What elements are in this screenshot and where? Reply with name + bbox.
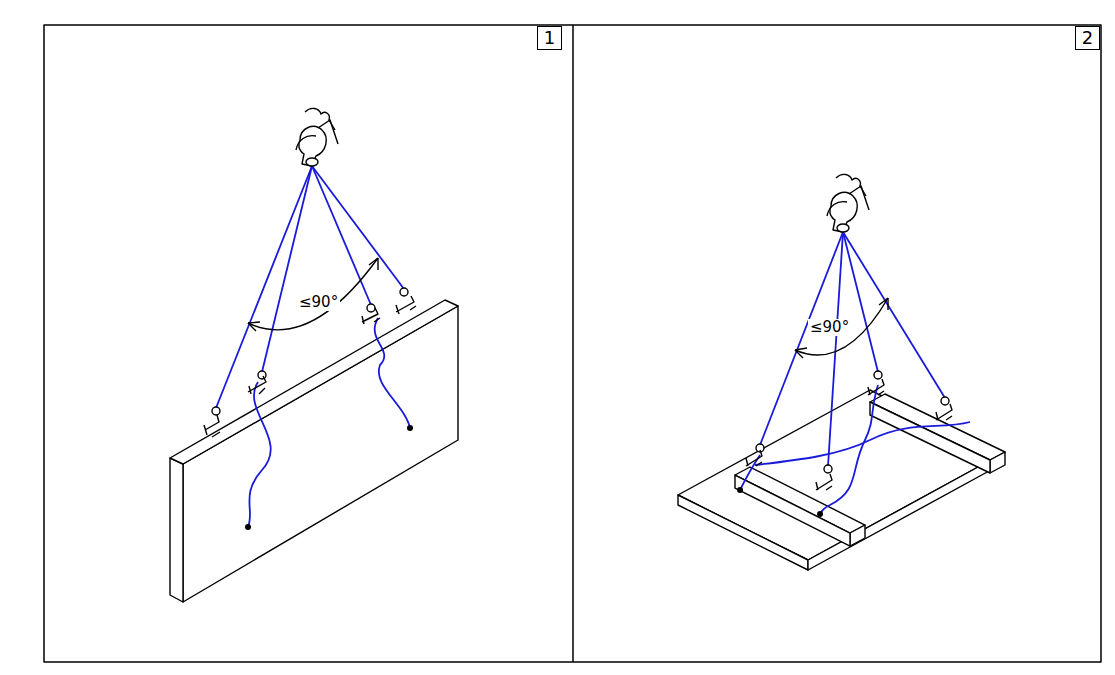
slings [216, 166, 410, 527]
beam [870, 394, 1005, 460]
angle-label: ≤90° [808, 319, 851, 336]
panel-number: 1 [537, 26, 562, 50]
clamps [204, 288, 416, 437]
beam [850, 525, 865, 546]
slab-top [170, 300, 458, 464]
panel-number-text: 2 [1082, 29, 1093, 47]
angle-arc [248, 258, 378, 330]
arrowhead [879, 298, 888, 310]
panel-number-text: 1 [544, 29, 555, 47]
slab-side [170, 458, 183, 602]
sling [312, 166, 371, 305]
arrowhead [369, 258, 378, 270]
beam [735, 475, 850, 546]
arrowhead [248, 322, 260, 331]
crane-hook [296, 108, 338, 166]
slab-top [678, 390, 1000, 560]
clamps [746, 371, 952, 490]
slings [740, 232, 970, 514]
sling [312, 166, 404, 289]
anchor-point [407, 425, 413, 431]
panel-number: 2 [1075, 26, 1100, 50]
sling [216, 166, 312, 408]
beam [870, 402, 990, 473]
chain [820, 385, 878, 514]
chain [248, 382, 271, 527]
chain [375, 318, 410, 428]
divider [572, 25, 574, 662]
arrowhead [795, 348, 807, 358]
sling [262, 166, 312, 372]
beam [735, 467, 865, 533]
frame [44, 25, 1101, 662]
anchor-point [245, 524, 251, 530]
crane-hook [827, 174, 869, 232]
angle-label: ≤90° [297, 294, 340, 311]
beam [990, 452, 1005, 473]
slab-face [183, 306, 458, 602]
chain [740, 455, 760, 490]
angle-arc [795, 298, 888, 355]
sling [843, 232, 878, 372]
anchor-point [737, 487, 743, 493]
anchor-point [817, 511, 823, 517]
sling [843, 232, 945, 398]
